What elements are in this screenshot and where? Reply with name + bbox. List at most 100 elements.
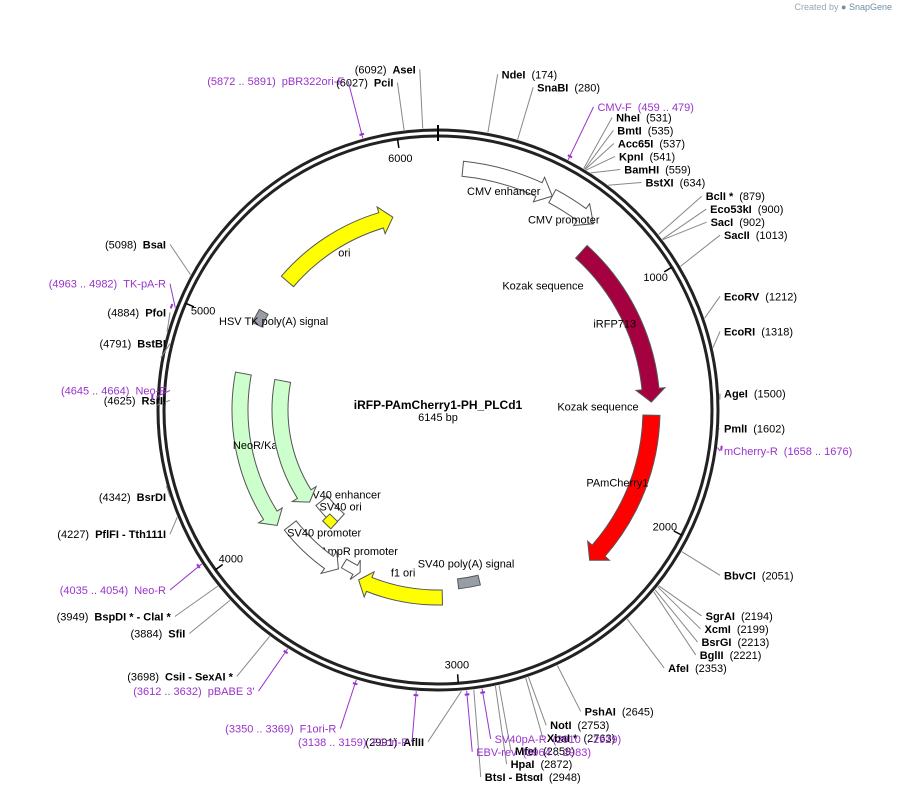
site-asei[interactable]: (6092)AseI [355,64,416,76]
site-bspdi-clai[interactable]: (3949)BspDI * - ClaI * [57,611,172,623]
site-bglii[interactable]: BglII(2221) [700,650,762,662]
primer-tk-pa-r[interactable]: (4963 .. 4982)TK-pA-R [49,279,166,291]
site-rsrii[interactable]: (4625)RsrII [104,395,166,407]
site-btsi-bts-i[interactable]: BtsI - BtsαI(2948) [485,772,581,784]
site-pcii[interactable]: (6027)PciI [336,77,393,89]
site-aflii[interactable]: (2991)AflII [365,737,424,749]
site-bsrdi[interactable]: (4342)BsrDI [99,492,166,504]
feature-ori[interactable] [280,205,394,288]
site-name: XbaI * [547,733,578,745]
site-pmli[interactable]: PmlI(1602) [724,424,785,436]
site-pfoi[interactable]: (4884) PfoI [107,307,166,319]
primer-pbr322ori-f[interactable]: (5872 .. 5891)pBR322ori-F [207,76,344,88]
primer-sv40pa-r[interactable]: SV40pA-R(2910 .. 2929) [495,734,621,746]
primer-name: F1ori-R [300,724,337,736]
feature-label-ori: ori [338,247,350,259]
site-leader-snabi [517,87,534,140]
feature-label-hsv-tk-poly-a-signal: HSV TK poly(A) signal [219,316,328,328]
site-bcli[interactable]: BclI *(879) [706,191,765,203]
site-name: EcoRV [724,291,760,303]
primer-mcherry-r[interactable]: mCherry-R(1658 .. 1676) [724,446,852,458]
site-acc65i[interactable]: Acc65I(537) [618,138,685,150]
feature-sv40-promoter[interactable] [283,520,339,575]
site-bstxi[interactable]: BstXI(634) [645,177,705,189]
site-pshai[interactable]: PshAI(2645) [585,706,654,718]
tick-label-4000: 4000 [219,554,243,566]
feature-ampr-promoter[interactable] [340,558,361,580]
site-bstbi[interactable]: (4791)BstBI [99,339,166,351]
site-bsrgi[interactable]: BsrGI(2213) [701,637,769,649]
feature-cmv-promoter[interactable] [548,188,594,227]
site-ecori[interactable]: EcoRI(1318) [724,326,793,338]
primer-ebv-rev[interactable]: EBV-rev(2964 .. 2983) [476,747,591,759]
site-xbai[interactable]: XbaI *(2763) [547,733,615,745]
site-position: (4342) [99,492,131,504]
site-name: MfeI [515,746,537,758]
feature-pamcherry1[interactable] [587,414,661,561]
site-position: (4884) [107,307,139,319]
site-leader-asei [419,69,424,129]
site-noti[interactable]: NotI(2753) [550,720,609,732]
backbone-ring [156,125,720,692]
primer-neo-r[interactable]: (4035 .. 4054)Neo-R [60,585,166,597]
site-bsai[interactable]: (5098)BsaI [105,239,166,251]
primer-mark-f1ori-r [352,682,358,686]
primer-cmv-f[interactable]: CMV-F(459 .. 479) [597,102,694,114]
site-leader-btsi-bts-i [473,689,482,778]
site-bamhi[interactable]: BamHI(559) [624,164,691,176]
site-sgrai[interactable]: SgrAI(2194) [706,611,773,623]
feature-sv40-poly-a-signal[interactable] [456,574,481,590]
site-saci[interactable]: SacI(902) [711,217,765,229]
feature-irfp713[interactable] [574,244,667,403]
feature-label-sv40-promoter: SV40 promoter [287,527,361,539]
feature-sv40-ori[interactable] [321,513,339,530]
site-leader-acc65i [584,143,615,170]
primer-leader-ebv-rev [466,690,473,752]
site-position: (4791) [99,339,131,351]
primer-f1ori-r[interactable]: (3350 .. 3369)F1ori-R [225,724,336,736]
site-name: BamHI [624,164,659,176]
site-xcmi[interactable]: XcmI(2199) [705,624,769,636]
site-position: (3698) [127,671,159,683]
primer-neo-f[interactable]: (4645 .. 4664)Neo-F [61,385,166,397]
primer-f1ori-f[interactable]: (3138 .. 3159)F1ori-F [298,737,408,749]
site-kpni[interactable]: KpnI(541) [619,151,675,163]
primer-pbabe-3[interactable]: (3612 .. 3632)pBABE 3' [133,686,254,698]
site-pflfi-tth111i[interactable]: (4227)PflFI - Tth111I [57,529,166,541]
site-snabi[interactable]: SnaBI(280) [537,82,600,94]
site-sacii[interactable]: SacII(1013) [724,230,787,242]
site-bmti[interactable]: BmtI(535) [617,125,673,137]
feature-cmv-enhancer[interactable] [461,160,553,203]
site-agei[interactable]: AgeI(1500) [724,389,786,401]
plasmid-name: iRFP-PAmCherry1-PH_PLCd1 [354,398,523,412]
site-name: PfoI [145,307,166,319]
site-afei[interactable]: AfeI(2353) [668,663,727,675]
site-name: BtsI - BtsαI [485,772,543,784]
site-name: SfiI [168,628,185,640]
site-name: BstXI [645,177,673,189]
site-position: (2872) [540,759,572,771]
site-hpai[interactable]: HpaI(2872) [511,759,573,771]
primer-mark-neo-r [196,563,201,569]
site-csii-sexai[interactable]: (3698)CsiI - SexAI * [127,671,233,683]
site-ndei[interactable]: NdeI(174) [502,69,558,81]
feature-neor-kanr-inner[interactable] [271,378,318,503]
feature-hsv-tk-poly-a-signal[interactable] [251,308,269,328]
site-nhei[interactable]: NheI(531) [616,112,672,124]
primer-leader-pbr322ori-f [347,81,364,139]
site-name: BmtI [617,125,641,137]
site-leader-ecori [712,331,721,348]
primer-position: (4035 .. 4054) [60,585,129,597]
feature-f1-ori[interactable] [358,570,443,606]
site-mfei[interactable]: MfeI(2859) [515,746,575,758]
site-bbvci[interactable]: BbvCI(2051) [724,570,794,582]
feature-neor-kanr[interactable] [231,371,284,526]
site-sfii[interactable]: (3884)SfiI [130,628,185,640]
site-position: (1212) [765,291,797,303]
site-name: Acc65I [618,138,653,150]
site-eco53ki[interactable]: Eco53kI(900) [710,204,783,216]
site-ecorv[interactable]: EcoRV (1212) [724,291,797,303]
site-leader-ecorv [704,296,721,319]
